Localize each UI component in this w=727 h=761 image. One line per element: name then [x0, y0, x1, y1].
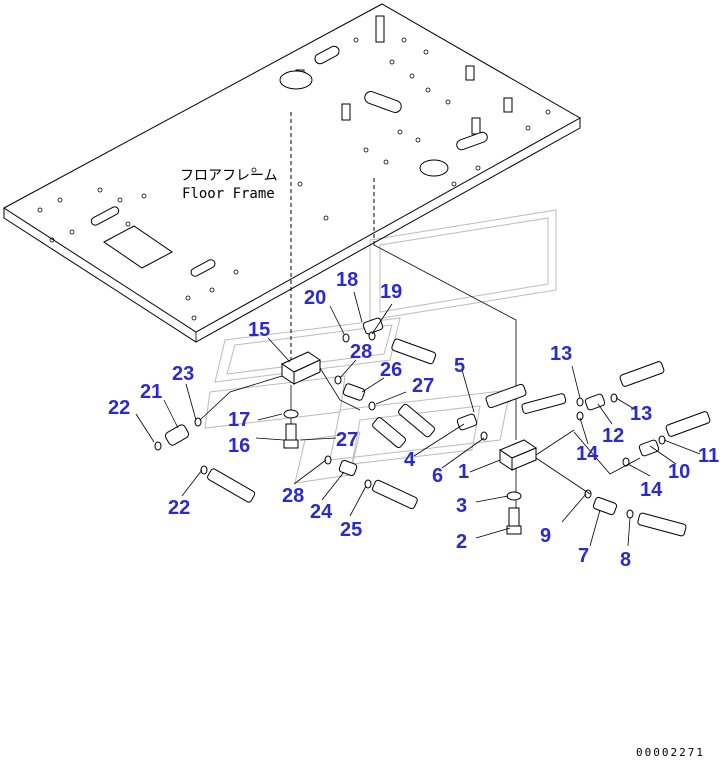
- callout-17: 17: [228, 409, 250, 431]
- callouts: 15 20 18 19 28 26 27 23 21 22 17 16 27 2…: [108, 269, 719, 571]
- callout-7: 7: [578, 545, 589, 567]
- callout-20: 20: [304, 287, 326, 309]
- frame-label-en: Floor Frame: [182, 186, 275, 202]
- callout-18: 18: [336, 269, 358, 291]
- leader-lines: [135, 291, 701, 547]
- callout-14-right: 14: [640, 479, 663, 501]
- callout-3: 3: [456, 495, 467, 517]
- frame-holes: [37, 37, 551, 321]
- block-1: [498, 439, 538, 471]
- callout-10: 10: [668, 461, 690, 483]
- callout-13-right: 13: [630, 403, 652, 425]
- callout-11: 11: [698, 445, 719, 467]
- callout-12: 12: [602, 425, 624, 447]
- callout-21: 21: [140, 381, 162, 403]
- callout-27-bottom: 27: [336, 429, 358, 451]
- frame-label-jp: フロアフレーム: [180, 168, 278, 184]
- callout-14-left: 14: [576, 443, 599, 465]
- hose-fittings: [207, 338, 711, 537]
- floor-frame: フロアフレーム Floor Frame: [3, 3, 582, 343]
- callout-2: 2: [456, 531, 467, 553]
- callout-22-top: 22: [108, 397, 130, 419]
- adapters: [164, 317, 660, 516]
- callout-28-top: 28: [350, 341, 372, 363]
- bolts: [283, 409, 522, 535]
- callout-16: 16: [228, 435, 250, 457]
- block-15: [280, 351, 322, 385]
- callout-19: 19: [380, 281, 402, 303]
- callout-23: 23: [172, 363, 194, 385]
- callout-22-bottom: 22: [168, 497, 190, 519]
- callout-5: 5: [454, 355, 465, 377]
- pipes: [199, 367, 641, 495]
- drawing-code: 00002271: [636, 746, 705, 759]
- callout-4: 4: [404, 449, 416, 471]
- callout-28-bottom: 28: [282, 485, 304, 507]
- callout-25: 25: [340, 519, 362, 541]
- callout-6: 6: [432, 465, 443, 487]
- callout-1: 1: [458, 461, 469, 483]
- callout-26: 26: [380, 359, 402, 381]
- watermark: [204, 209, 557, 484]
- callout-15: 15: [248, 319, 270, 341]
- callout-27-top: 27: [412, 375, 434, 397]
- callout-9: 9: [540, 525, 551, 547]
- callout-8: 8: [620, 549, 631, 571]
- callout-24: 24: [310, 501, 333, 523]
- callout-13-top: 13: [550, 343, 572, 365]
